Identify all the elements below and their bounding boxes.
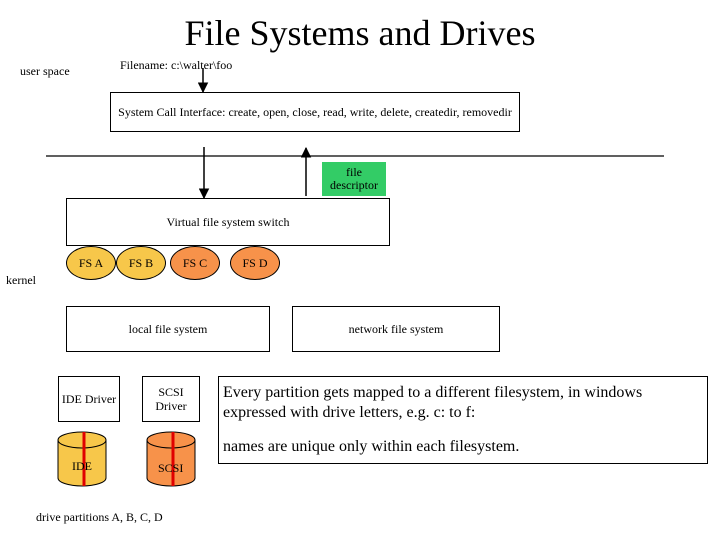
- note-box: Every partition gets mapped to a differe…: [218, 376, 708, 464]
- network-fs-label: network file system: [348, 321, 444, 336]
- scsi-driver-box: SCSI Driver: [142, 376, 200, 422]
- ide-disk-label: IDE: [72, 459, 92, 473]
- fs-node-c: FS C: [170, 246, 220, 280]
- note-text-1: Every partition gets mapped to a differe…: [223, 384, 643, 421]
- fs-node-label: FS D: [242, 255, 268, 270]
- vfs-switch-label: Virtual file system switch: [166, 214, 290, 229]
- scsi-disk-label: SCSI: [158, 461, 184, 475]
- scsi-disk-icon: [146, 431, 196, 487]
- ide-disk-icon: [57, 431, 107, 487]
- local-fs-box: local file system: [66, 306, 270, 352]
- filename-label: Filename: c:\walter\foo: [120, 58, 233, 72]
- page-title: File Systems and Drives: [184, 13, 536, 53]
- file-descriptor-label: file descriptor: [330, 165, 378, 192]
- vfs-switch-box: Virtual file system switch: [66, 198, 390, 246]
- network-fs-box: network file system: [292, 306, 500, 352]
- note-text-2: names are unique only within each filesy…: [223, 438, 520, 455]
- ide-driver-label: IDE Driver: [61, 392, 117, 406]
- scsi-driver-label: SCSI Driver: [155, 385, 187, 413]
- syscall-interface-box: System Call Interface: create, open, clo…: [110, 92, 520, 132]
- fs-node-label: FS A: [78, 255, 104, 270]
- user-space-label: user space: [20, 64, 70, 78]
- fs-node-d: FS D: [230, 246, 280, 280]
- kernel-label: kernel: [6, 273, 36, 287]
- fs-node-a: FS A: [66, 246, 116, 280]
- partitions-label: drive partitions A, B, C, D: [36, 510, 163, 524]
- syscall-interface-label: System Call Interface: create, open, clo…: [118, 104, 512, 119]
- fs-node-b: FS B: [116, 246, 166, 280]
- fs-node-label: FS C: [182, 255, 208, 270]
- fs-node-label: FS B: [128, 255, 154, 270]
- local-fs-label: local file system: [128, 321, 208, 336]
- ide-driver-box: IDE Driver: [58, 376, 120, 422]
- file-descriptor-box: file descriptor: [322, 162, 386, 196]
